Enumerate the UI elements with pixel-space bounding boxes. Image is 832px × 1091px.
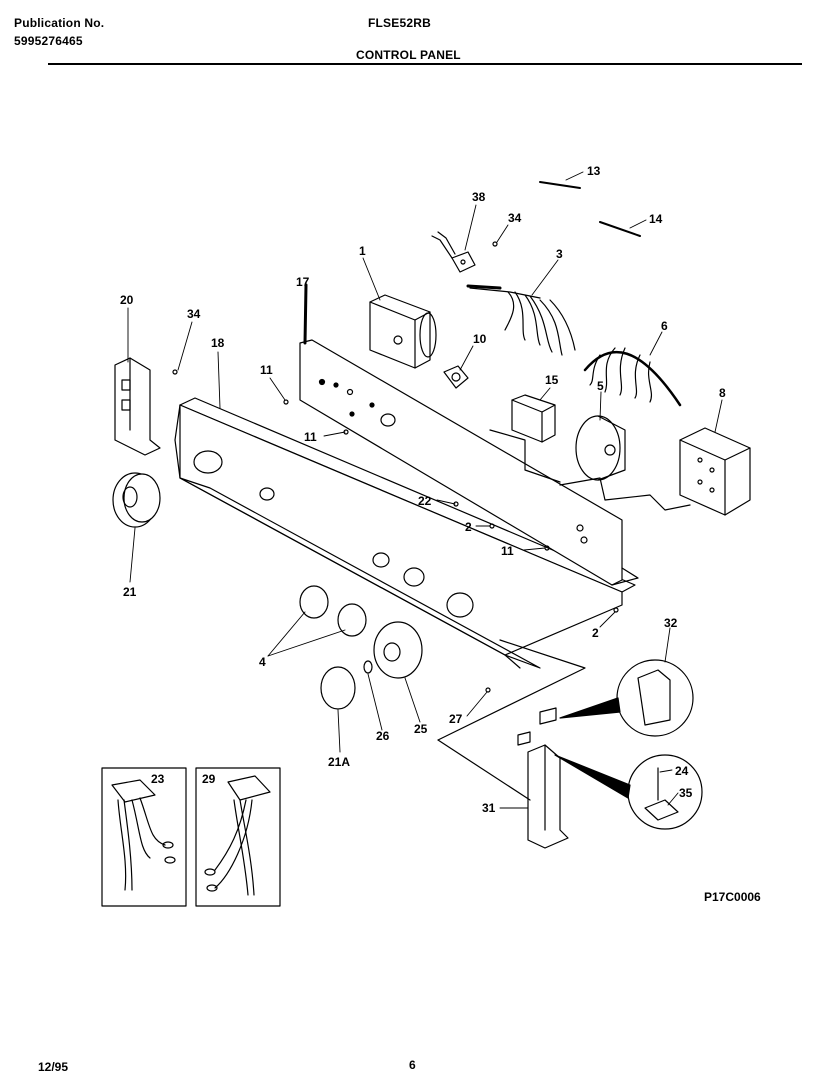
callout-18: 18 (211, 336, 225, 350)
publication-label: Publication No. (14, 16, 105, 30)
callout-8: 8 (719, 386, 726, 400)
dial-25 (373, 621, 423, 679)
callout-1: 1 (359, 244, 366, 258)
pressure-switch (559, 415, 691, 511)
panel-hole-1 (193, 450, 223, 474)
callout-26: 26 (376, 729, 390, 743)
callout-2b: 2 (592, 626, 599, 640)
callout-14: 14 (649, 212, 663, 226)
small-hardware (172, 181, 641, 746)
washer-26 (363, 660, 373, 674)
callout-31: 31 (482, 801, 496, 815)
bracket-31 (437, 639, 586, 849)
callout-2: 2 (465, 520, 472, 534)
inset-box-29 (195, 767, 281, 907)
callout-5: 5 (597, 379, 604, 393)
drawing-code: P17C0006 (704, 890, 761, 904)
callout-13: 13 (587, 164, 601, 178)
callout-3: 3 (556, 247, 563, 261)
knobs-4 (299, 585, 367, 637)
knob-21a (320, 666, 356, 710)
leader-lines (127, 171, 723, 809)
panel-hole-4 (403, 567, 425, 587)
callout-24: 24 (675, 764, 689, 778)
publication-number: 5995276465 (14, 34, 83, 48)
control-box (679, 427, 751, 516)
callout-10: 10 (473, 332, 487, 346)
callout-34: 34 (508, 211, 522, 225)
bracket-20 (114, 357, 161, 456)
model-number: FLSE52RB (368, 16, 431, 30)
callout-15: 15 (545, 373, 559, 387)
callout-21a: 21A (328, 755, 350, 769)
callout-6: 6 (661, 319, 668, 333)
panel-hole-2 (259, 487, 275, 501)
inset-box-23 (101, 767, 187, 907)
callout-34b: 34 (187, 307, 201, 321)
callout-11b: 11 (304, 430, 317, 444)
callout-11: 11 (260, 363, 273, 377)
callout-22: 22 (418, 494, 432, 508)
switch-10 (443, 365, 469, 389)
callout-20: 20 (120, 293, 134, 307)
wire-harness-6 (583, 347, 682, 407)
detail-circle-32 (559, 659, 694, 737)
footer-date: 12/95 (38, 1060, 69, 1074)
bracket-38 (431, 231, 476, 273)
callout-25: 25 (414, 722, 428, 736)
panel-hole-3 (372, 552, 390, 568)
callout-23: 23 (151, 772, 165, 786)
callout-11c: 11 (501, 544, 514, 558)
panel-hole-5 (446, 592, 474, 618)
rear-support-panel (299, 283, 639, 586)
switch-15 (489, 394, 561, 483)
header-rule (48, 63, 802, 65)
wire-harness-3 (466, 284, 576, 356)
callout-29: 29 (202, 772, 216, 786)
page-number: 6 (409, 1058, 416, 1072)
callout-4: 4 (259, 655, 266, 669)
timer (369, 294, 437, 369)
callout-27: 27 (449, 712, 463, 726)
callout-38: 38 (472, 190, 486, 204)
control-panel-body (174, 397, 636, 669)
callout-32: 32 (664, 616, 678, 630)
detail-circle-24 (554, 754, 703, 830)
callout-35: 35 (679, 786, 693, 800)
callout-17: 17 (296, 275, 310, 289)
section-title: CONTROL PANEL (356, 48, 461, 62)
knob-21 (112, 472, 161, 528)
callout-21: 21 (123, 585, 137, 599)
